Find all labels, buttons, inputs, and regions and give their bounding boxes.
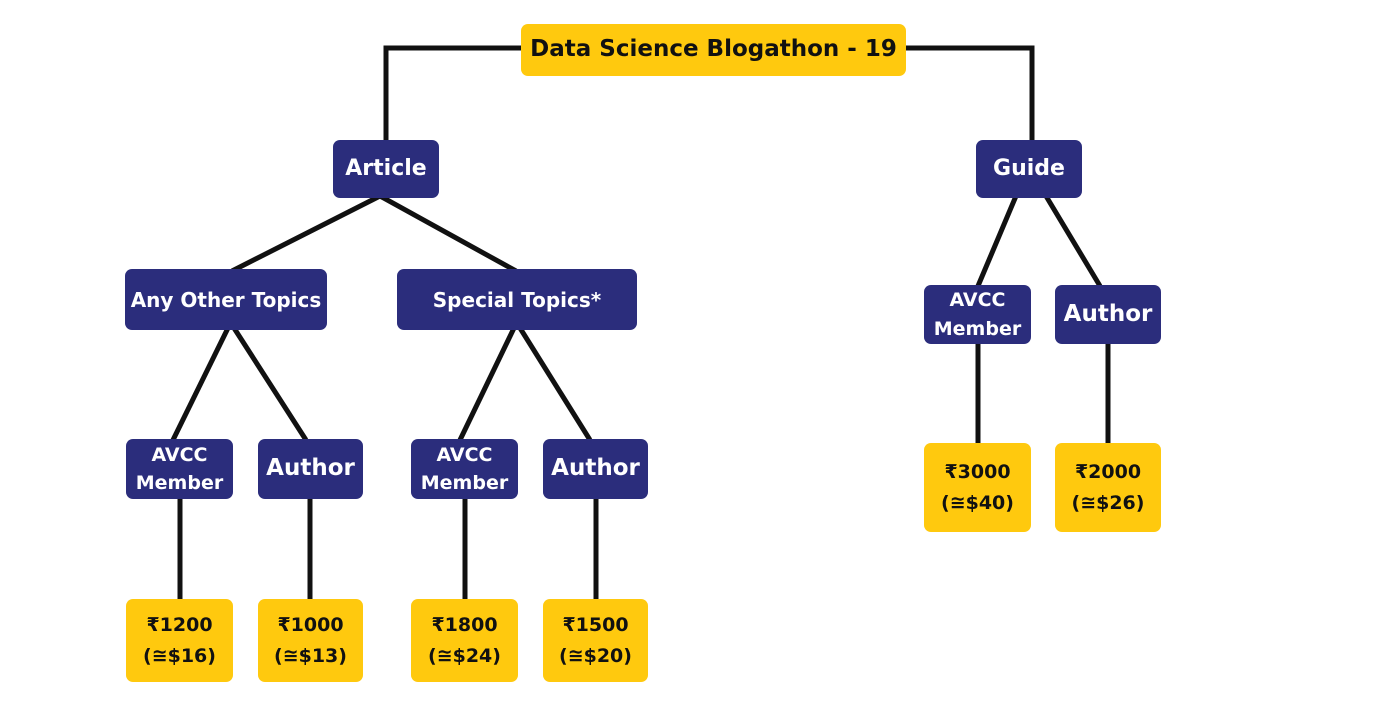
other-author-node: Author	[258, 439, 363, 499]
connector-article-other	[230, 193, 382, 274]
prize-special-member: ₹1800 (≅$24)	[411, 599, 518, 682]
guide-author-label: Author	[1063, 300, 1153, 327]
root-node: Data Science Blogathon - 19	[521, 24, 906, 76]
guide-member-node: AVCC Member	[924, 285, 1031, 344]
guide-label: Guide	[993, 155, 1065, 181]
prize-guide-member: ₹3000 (≅$40)	[924, 443, 1031, 532]
prize-special-author: ₹1500 (≅$20)	[543, 599, 648, 682]
other-member-line2: Member	[135, 472, 224, 494]
prize-usd: (≅$40)	[941, 491, 1014, 514]
guide-member-line1: AVCC	[949, 289, 1006, 311]
connector-guide-member	[975, 195, 1019, 287]
special-topics-node: Special Topics*	[397, 269, 637, 330]
article-node: Article	[333, 140, 439, 198]
prize-inr: ₹1200	[146, 614, 213, 637]
special-member-line2: Member	[420, 472, 509, 494]
connector-special-member	[457, 326, 517, 442]
other-member-line1: AVCC	[151, 443, 208, 466]
connector-root-article	[383, 45, 522, 141]
guide-node: Guide	[976, 140, 1082, 198]
root-label: Data Science Blogathon - 19	[530, 36, 897, 63]
other-author-label: Author	[266, 455, 355, 482]
prize-usd: (≅$16)	[143, 644, 216, 667]
prize-usd: (≅$26)	[1071, 491, 1145, 514]
article-label: Article	[345, 155, 427, 181]
prize-inr: ₹1500	[562, 614, 629, 637]
special-topics-label: Special Topics*	[432, 287, 602, 312]
prize-usd: (≅$20)	[559, 644, 632, 667]
prize-usd: (≅$13)	[274, 644, 347, 667]
prize-inr: ₹3000	[944, 461, 1011, 484]
connector-root-guide	[904, 45, 1035, 141]
prize-usd: (≅$24)	[428, 644, 501, 667]
guide-member-line2: Member	[933, 317, 1022, 340]
prize-inr: ₹2000	[1074, 461, 1142, 484]
prize-inr: ₹1800	[431, 614, 498, 637]
any-other-topics-label: Any Other Topics	[130, 287, 322, 312]
other-member-node: AVCC Member	[126, 439, 233, 499]
connector-other-member	[170, 326, 231, 442]
connector-special-author	[517, 326, 593, 442]
prize-guide-author: ₹2000 (≅$26)	[1055, 443, 1161, 532]
guide-author-node: Author	[1055, 285, 1161, 344]
connector-article-special	[378, 193, 518, 274]
special-member-node: AVCC Member	[411, 439, 518, 499]
connector-guide-author	[1043, 194, 1103, 288]
special-author-node: Author	[543, 439, 648, 499]
any-other-topics-node: Any Other Topics	[125, 269, 327, 330]
prize-inr: ₹1000	[277, 614, 344, 637]
prize-other-author: ₹1000 (≅$13)	[258, 599, 363, 682]
connector-other-author	[231, 326, 309, 442]
prize-other-member: ₹1200 (≅$16)	[126, 599, 233, 682]
special-author-label: Author	[551, 455, 640, 482]
special-member-line1: AVCC	[436, 443, 493, 466]
